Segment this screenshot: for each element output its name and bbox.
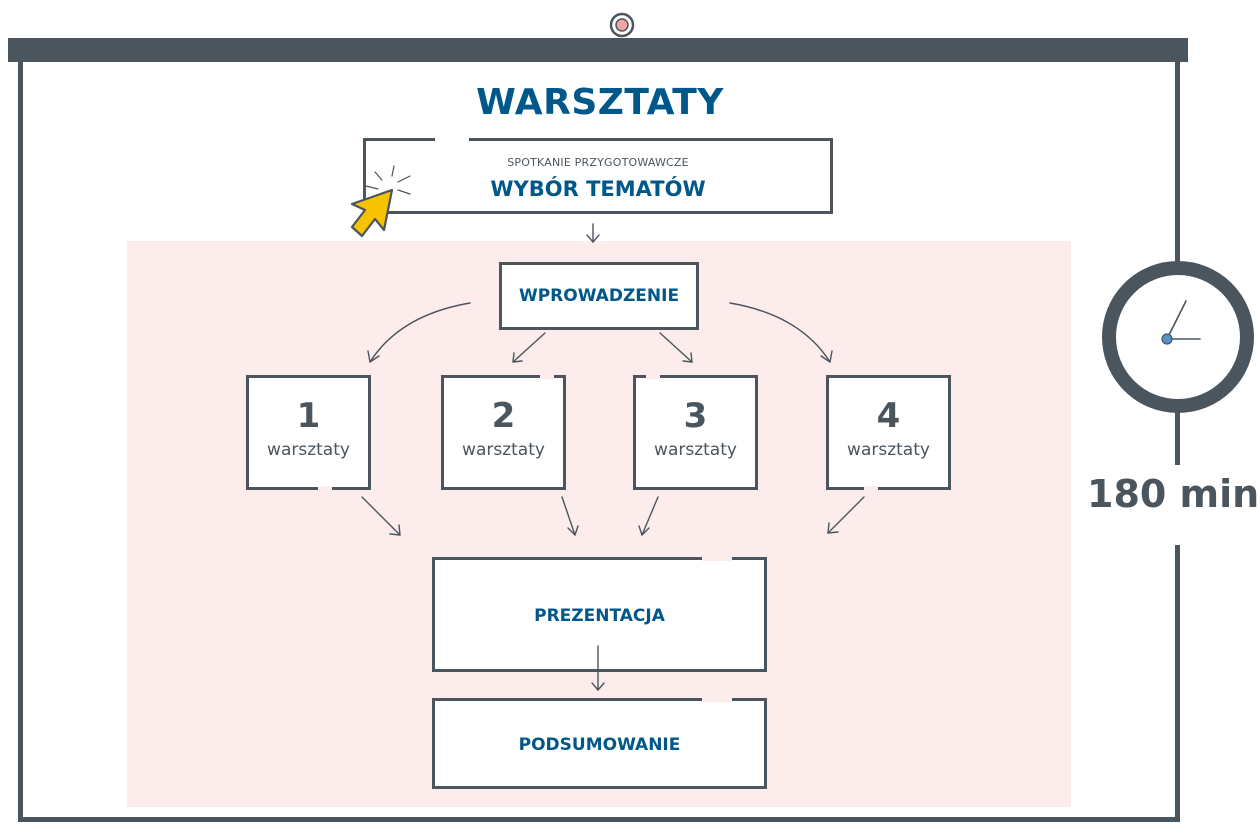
topic-selection-box: SPOTKANIE PRZYGOTOWAWCZE WYBÓR TEMATÓW xyxy=(363,138,833,214)
arrow-workshop-3-to-presentation xyxy=(638,496,659,536)
workshop-box-1: 1 warsztaty xyxy=(246,375,371,490)
arrow-presentation-to-summary xyxy=(591,645,605,691)
arrow-workshop-2-to-presentation xyxy=(561,496,579,536)
workshop-label-2: warsztaty xyxy=(462,440,545,460)
workshop-number-3: 3 xyxy=(683,396,708,436)
presentation-box: PREZENTACJA xyxy=(432,557,767,672)
clock-icon xyxy=(1102,261,1254,413)
arrow-intro-to-workshop-1 xyxy=(367,302,471,363)
arrow-intro-to-workshop-2 xyxy=(512,332,546,363)
intro-box: WPROWADZENIE xyxy=(499,262,699,330)
arrow-intro-to-workshop-3 xyxy=(659,332,693,363)
workshop-label-3: warsztaty xyxy=(654,440,737,460)
workshop-box-2: 2 warsztaty xyxy=(441,375,566,490)
duration-label: 180 min. xyxy=(1087,472,1260,516)
arrow-workshop-1-to-presentation xyxy=(361,496,401,536)
workshop-number-4: 4 xyxy=(876,396,901,436)
intro-label: WPROWADZENIE xyxy=(518,286,680,306)
pin-icon xyxy=(609,12,635,38)
workshop-number-1: 1 xyxy=(296,396,321,436)
workshop-box-4: 4 warsztaty xyxy=(826,375,951,490)
topic-selection-label: WYBÓR TEMATÓW xyxy=(490,177,706,201)
presentation-label: PREZENTACJA xyxy=(534,606,665,626)
arrow-selection-to-intro xyxy=(586,223,600,243)
workshop-label-4: warsztaty xyxy=(847,440,930,460)
arrow-intro-to-workshop-4 xyxy=(729,302,833,363)
workshop-box-3: 3 warsztaty xyxy=(633,375,758,490)
workshop-number-2: 2 xyxy=(491,396,516,436)
summary-label: PODSUMOWANIE xyxy=(518,735,681,755)
page-title: WARSZTATY xyxy=(476,82,724,123)
arrow-workshop-4-to-presentation xyxy=(827,496,865,534)
topic-selection-subtitle: SPOTKANIE PRZYGOTOWAWCZE xyxy=(507,156,689,169)
workshop-label-1: warsztaty xyxy=(267,440,350,460)
cursor-icon xyxy=(350,165,411,238)
summary-box: PODSUMOWANIE xyxy=(432,698,767,789)
